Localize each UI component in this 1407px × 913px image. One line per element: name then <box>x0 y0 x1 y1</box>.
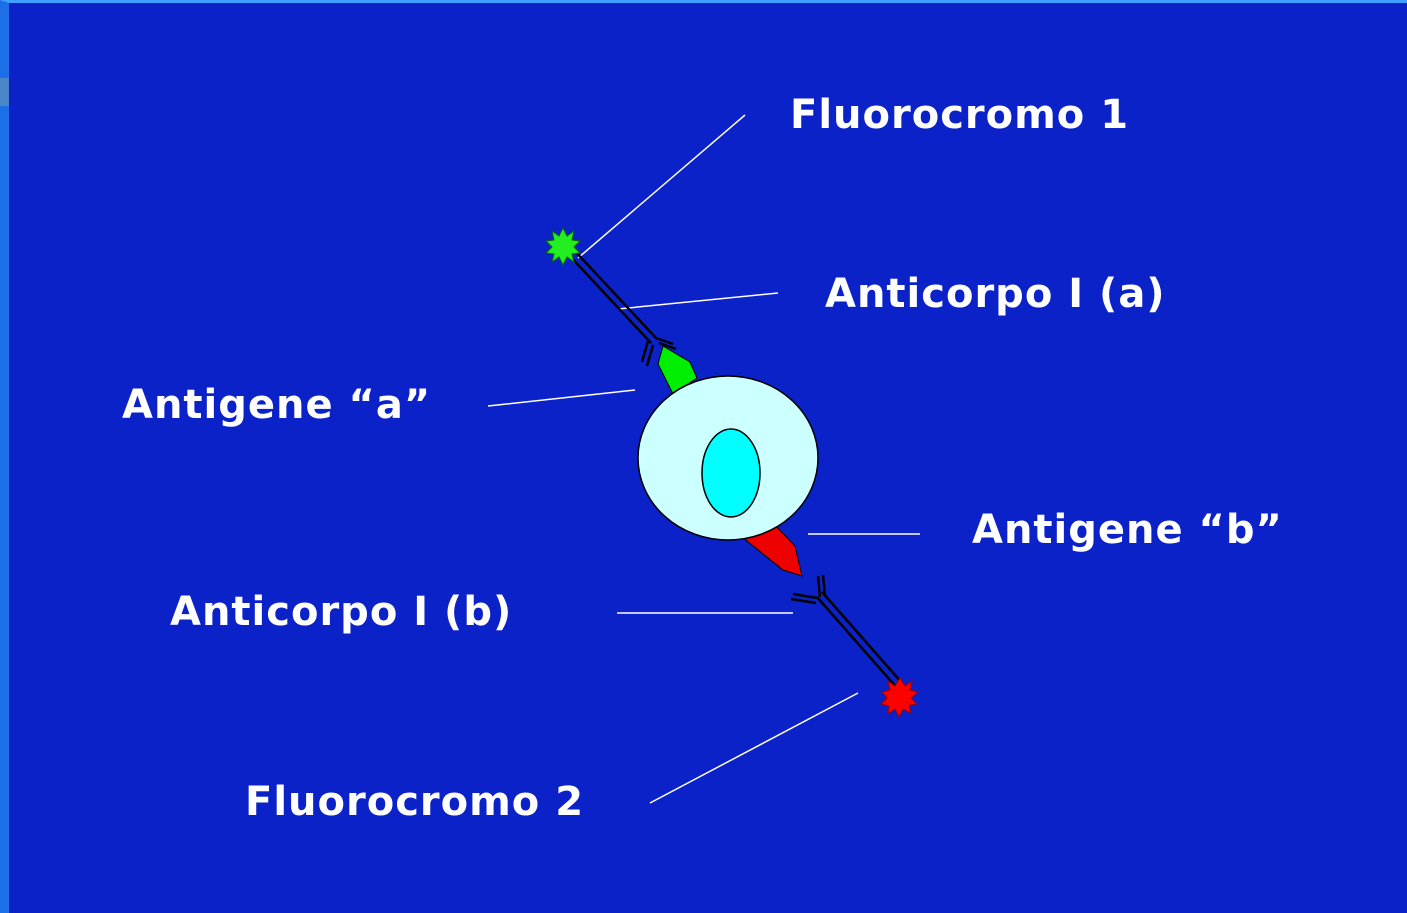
fluorochrome-2-shape <box>881 678 918 717</box>
antibody-b <box>791 575 902 688</box>
label-anticorpo-b: Anticorpo I (b) <box>170 592 512 632</box>
leader-line-anticorpo-a <box>618 293 778 309</box>
fluorochrome-1-shape <box>546 228 580 265</box>
label-fluorocromo-1: Fluorocromo 1 <box>790 95 1129 135</box>
cell-nucleus <box>702 429 760 517</box>
label-fluorocromo-2: Fluorocromo 2 <box>245 782 584 822</box>
leader-line-fluorocromo-1 <box>578 115 745 258</box>
label-antigene-b: Antigene “b” <box>972 510 1283 550</box>
label-anticorpo-a: Anticorpo I (a) <box>825 274 1166 314</box>
antibody-a <box>568 249 676 366</box>
label-antigene-a: Antigene “a” <box>122 385 431 425</box>
leader-line-antigene-a <box>488 390 635 406</box>
leader-line-fluorocromo-2 <box>650 693 858 803</box>
